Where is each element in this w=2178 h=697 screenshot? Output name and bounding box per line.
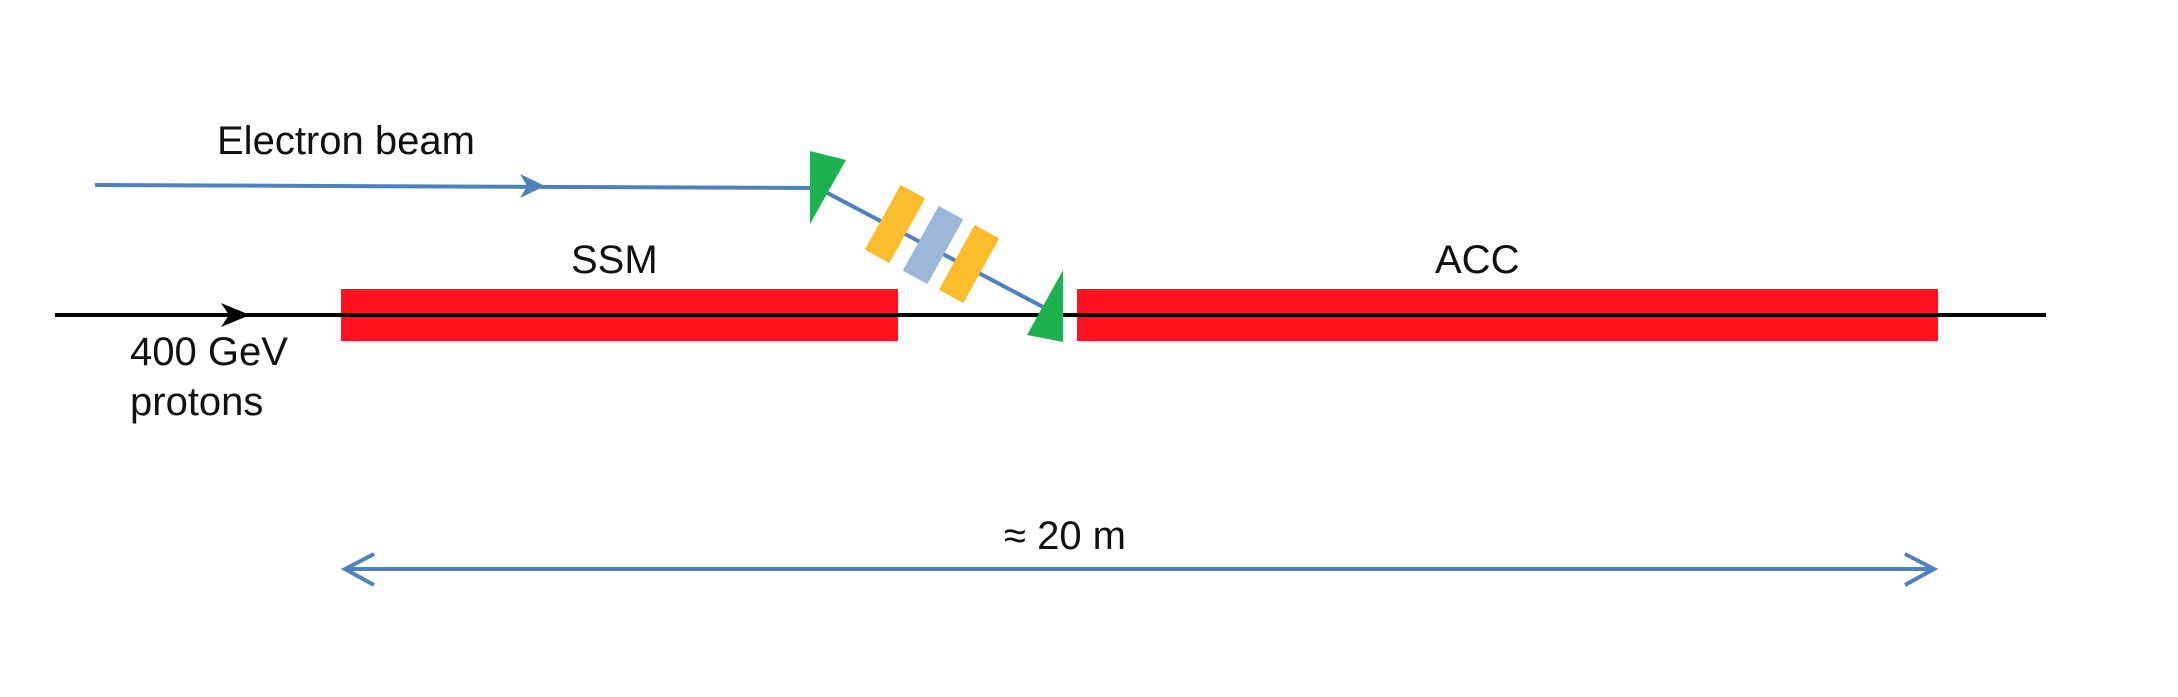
protons-label-line1: 400 GeV (130, 330, 288, 374)
dipole-magnet-lower (1027, 270, 1063, 342)
distance-arrowhead-left (340, 552, 375, 587)
protons-label-line2: protons (130, 380, 264, 424)
ssm-label: SSM (571, 238, 658, 282)
acc-label: ACC (1435, 238, 1520, 282)
undulator-block-1 (864, 184, 926, 264)
electron-beam-label: Electron beam (217, 119, 475, 163)
electron-beam-arrowhead (520, 174, 545, 198)
electron-beam-line (94, 183, 813, 190)
dipole-magnet-upper (810, 151, 846, 224)
distance-arrowhead-right (1904, 552, 1939, 587)
undulator-block-2 (902, 205, 964, 285)
distance-label: ≈ 20 m (1004, 514, 1126, 558)
proton-beam-arrowhead (221, 303, 250, 327)
undulator-block-3 (938, 224, 1000, 304)
